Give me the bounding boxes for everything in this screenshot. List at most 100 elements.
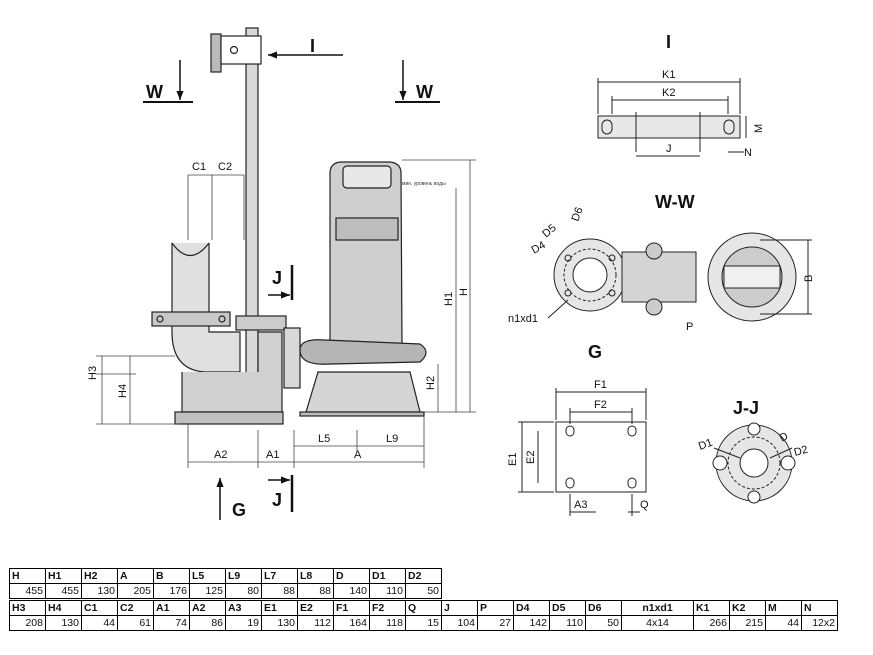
table-cell: 215 — [729, 615, 766, 631]
section-markers — [143, 51, 440, 520]
marker-j-upper: J — [272, 268, 282, 288]
marker-j-lower: J — [272, 490, 282, 510]
dim-a: A — [354, 449, 362, 461]
table-cell: H4 — [45, 600, 82, 616]
dim-k1: K1 — [662, 69, 675, 81]
table-cell: C2 — [117, 600, 154, 616]
table-cell: C1 — [81, 600, 118, 616]
table-cell: 164 — [333, 615, 370, 631]
table-cell: D4 — [513, 600, 550, 616]
table-cell: 125 — [189, 583, 226, 599]
dim-l5: L5 — [318, 433, 330, 445]
table-cell: E2 — [297, 600, 334, 616]
dim-n1xd1: n1xd1 — [508, 313, 538, 325]
table-cell: 15 — [405, 615, 442, 631]
table-cell: 80 — [225, 583, 262, 599]
table-cell: L9 — [225, 568, 262, 584]
view-g-title: G — [588, 342, 602, 362]
table-2-header-row: H3 H4 C1 C2 A1 A2 A3 E1 E2 F1 F2 Q J P D… — [9, 600, 838, 616]
table-cell: P — [477, 600, 514, 616]
view-jj-drawing — [712, 422, 796, 504]
table-cell: D6 — [585, 600, 622, 616]
table-cell: K2 — [729, 600, 766, 616]
table-cell: E1 — [261, 600, 298, 616]
table-cell: 74 — [153, 615, 190, 631]
dimension-table-1: H H1 H2 A B L5 L9 L7 L8 D D1 D2 455 455 … — [9, 568, 442, 599]
view-i-drawing — [597, 78, 747, 157]
table-cell: D1 — [369, 568, 406, 584]
water-level-label: мин. уровень воды — [402, 181, 446, 187]
dim-d1: D1 — [697, 437, 714, 453]
dim-h1: H1 — [443, 292, 455, 306]
table-cell: F1 — [333, 600, 370, 616]
table-cell: K1 — [693, 600, 730, 616]
table-cell: 44 — [765, 615, 802, 631]
pump-technical-drawing: I W-W G J-J I W W J J G C1 C2 H3 H4 H1 H… — [87, 27, 815, 520]
table-cell: D — [333, 568, 370, 584]
table-cell: 118 — [369, 615, 406, 631]
dim-f2: F2 — [594, 399, 607, 411]
marker-w-left: W — [146, 82, 163, 102]
dim-f1: F1 — [594, 379, 607, 391]
table-cell: 130 — [261, 615, 298, 631]
table-cell: D2 — [405, 568, 442, 584]
table-cell: 142 — [513, 615, 550, 631]
main-view-dimensions — [96, 159, 476, 468]
dim-a1: A1 — [266, 449, 279, 461]
view-jj-title: J-J — [733, 398, 759, 418]
table-cell: L8 — [297, 568, 334, 584]
table-cell: 104 — [441, 615, 478, 631]
dim-d5: D5 — [540, 222, 558, 240]
view-i-title: I — [666, 32, 671, 52]
table-cell: 130 — [81, 583, 118, 599]
table-1-value-row: 455 455 130 205 176 125 80 88 88 140 110… — [9, 583, 442, 599]
table-cell: B — [153, 568, 190, 584]
table-cell: 455 — [9, 583, 46, 599]
dim-j: J — [666, 143, 672, 155]
table-cell: 110 — [369, 583, 406, 599]
table-cell: A3 — [225, 600, 262, 616]
table-cell: 112 — [297, 615, 334, 631]
dim-c1: C1 — [192, 161, 206, 173]
table-cell: A1 — [153, 600, 190, 616]
table-cell: H1 — [45, 568, 82, 584]
table-cell: 86 — [189, 615, 226, 631]
dim-l9: L9 — [386, 433, 398, 445]
dim-d2: D2 — [793, 444, 810, 459]
table-cell: 27 — [477, 615, 514, 631]
main-side-view — [151, 27, 427, 425]
table-cell: A — [117, 568, 154, 584]
table-cell: L7 — [261, 568, 298, 584]
table-cell: Q — [405, 600, 442, 616]
table-cell: D5 — [549, 600, 586, 616]
table-cell: 455 — [45, 583, 82, 599]
dim-m: M — [753, 124, 765, 133]
dimension-table-2: H3 H4 C1 C2 A1 A2 A3 E1 E2 F1 F2 Q J P D… — [9, 600, 838, 631]
table-cell: 61 — [117, 615, 154, 631]
table-cell: 19 — [225, 615, 262, 631]
table-cell: N — [801, 600, 838, 616]
table-cell: 88 — [297, 583, 334, 599]
table-cell: 176 — [153, 583, 190, 599]
dim-h4: H4 — [117, 384, 129, 398]
dim-b: B — [803, 275, 815, 282]
dim-e1: E1 — [507, 453, 519, 466]
table-cell: M — [765, 600, 802, 616]
table-cell: H — [9, 568, 46, 584]
dim-d6: D6 — [570, 206, 586, 223]
table-1-header-row: H H1 H2 A B L5 L9 L7 L8 D D1 D2 — [9, 568, 442, 584]
table-cell: 266 — [693, 615, 730, 631]
table-cell: J — [441, 600, 478, 616]
table-cell: 88 — [261, 583, 298, 599]
table-cell: 208 — [9, 615, 46, 631]
marker-g: G — [232, 500, 246, 520]
table-cell: 50 — [585, 615, 622, 631]
table-cell: L5 — [189, 568, 226, 584]
dim-p: P — [686, 321, 693, 333]
marker-i: I — [310, 36, 315, 56]
table-cell: F2 — [369, 600, 406, 616]
table-cell: 130 — [45, 615, 82, 631]
table-2-value-row: 208 130 44 61 74 86 19 130 112 164 118 1… — [9, 615, 838, 631]
dim-n: N — [744, 147, 752, 159]
table-cell: A2 — [189, 600, 226, 616]
